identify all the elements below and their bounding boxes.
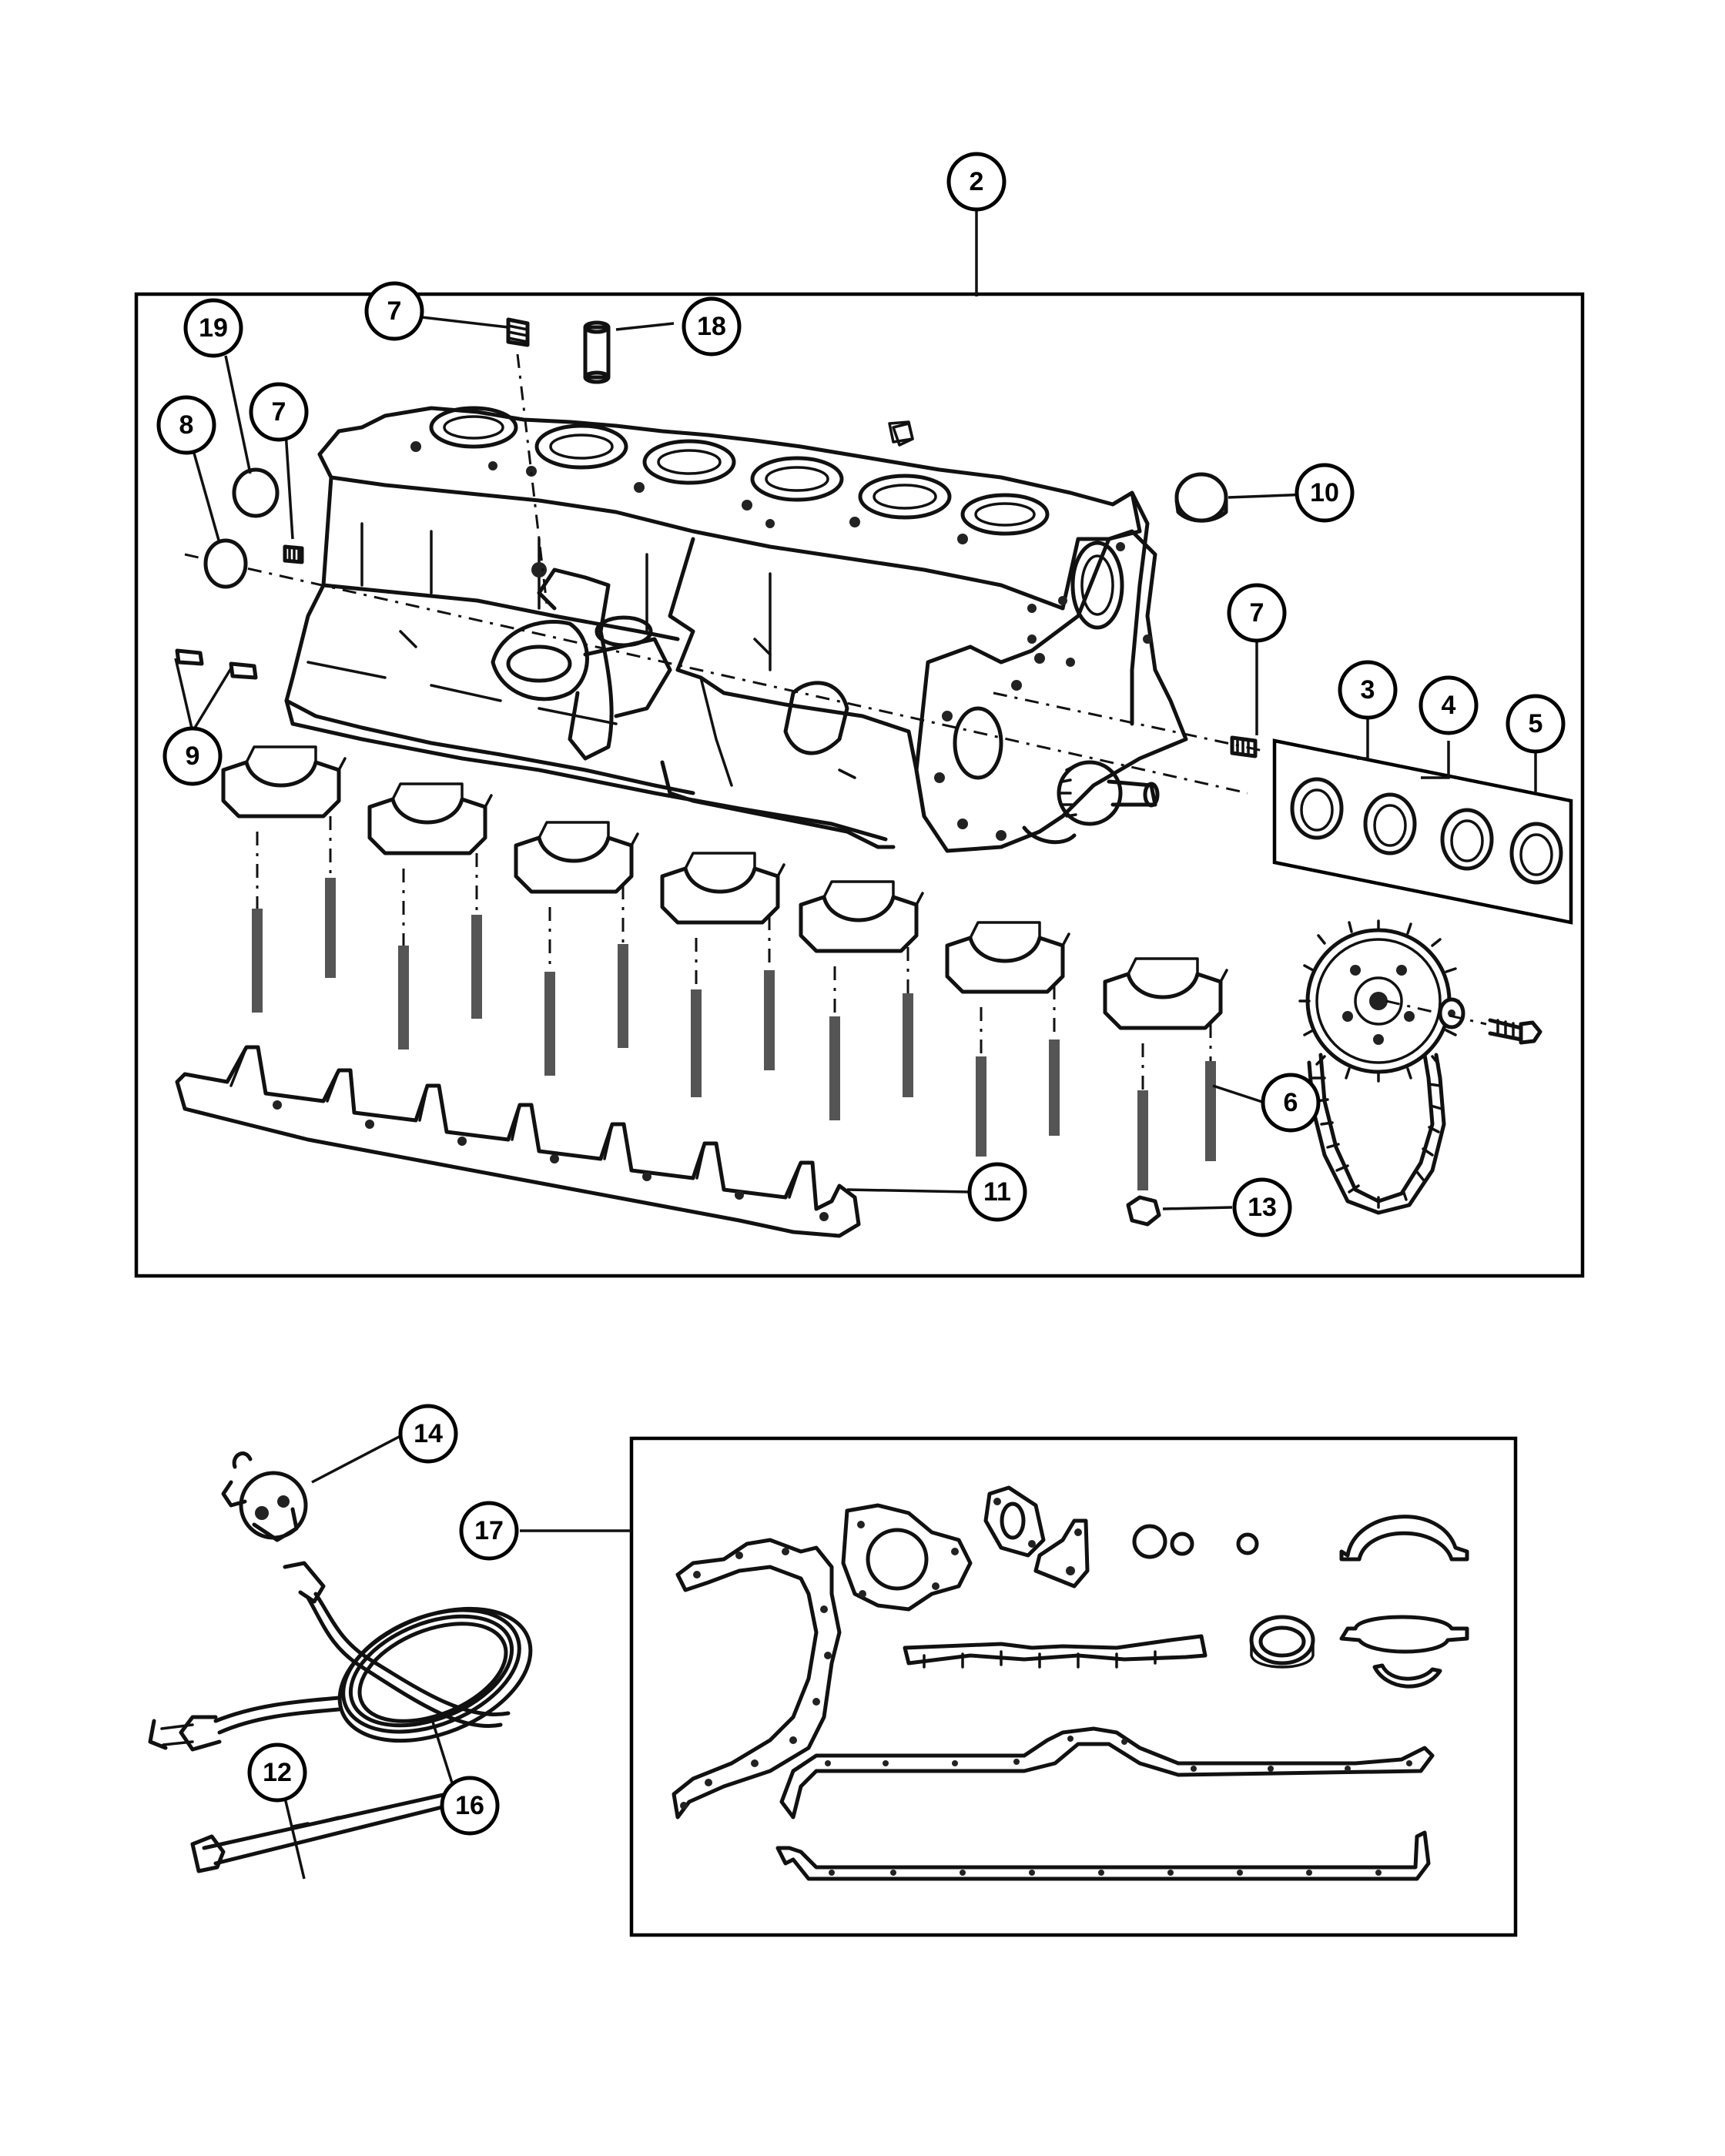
svg-text:7: 7	[272, 397, 286, 427]
callout-7-top: 7	[364, 281, 424, 341]
main-cap-studs	[252, 816, 1216, 1190]
expansion-plug-10	[1174, 472, 1228, 523]
rear-main-seal-retainer	[175, 1045, 861, 1238]
main-bearing-caps	[221, 745, 1228, 1030]
svg-text:7: 7	[387, 296, 402, 326]
callout-18: 18	[682, 296, 742, 357]
svg-text:9: 9	[186, 742, 200, 771]
callout-7-right: 7	[1227, 583, 1287, 643]
cam-centerline	[993, 691, 1264, 752]
callout-13: 13	[1232, 1177, 1292, 1237]
svg-text:10: 10	[1310, 478, 1339, 507]
svg-text:3: 3	[1361, 675, 1375, 705]
svg-text:13: 13	[1248, 1193, 1277, 1222]
callout-7-left: 7	[249, 382, 309, 442]
svg-text:14: 14	[414, 1419, 443, 1448]
svg-text:6: 6	[1284, 1088, 1298, 1117]
deck-bolt	[888, 420, 914, 444]
svg-text:12: 12	[263, 1758, 292, 1787]
cylinder-block	[284, 406, 1188, 853]
dipstick	[190, 1792, 464, 1873]
svg-text:7: 7	[1250, 598, 1264, 628]
svg-text:4: 4	[1442, 691, 1456, 720]
callout-8: 8	[156, 395, 216, 455]
svg-text:19: 19	[199, 313, 228, 343]
callout-16: 16	[440, 1776, 500, 1836]
svg-text:2: 2	[970, 167, 984, 196]
svg-text:16: 16	[455, 1791, 484, 1820]
callout-2: 2	[946, 152, 1007, 212]
callout-6: 6	[1261, 1073, 1321, 1133]
sprocket-washer-and-bolt	[1385, 997, 1542, 1045]
svg-text:11: 11	[983, 1177, 1011, 1207]
sensor-centerline	[516, 353, 548, 605]
callout-10: 10	[1295, 463, 1355, 523]
crank-centerline	[184, 553, 1248, 795]
callout-4: 4	[1419, 675, 1479, 735]
svg-text:18: 18	[697, 312, 726, 341]
leader-lines	[174, 209, 1537, 1880]
gasket-kit-frame	[629, 1436, 1518, 1937]
dowel-pin	[583, 320, 611, 384]
cam-sprocket-and-chain	[1298, 919, 1460, 1215]
pipe-plug-right	[1230, 735, 1258, 758]
block-heater	[221, 1451, 308, 1542]
gasket-kit	[672, 1485, 1469, 1881]
svg-text:17: 17	[474, 1516, 504, 1545]
expansion-plug-19	[232, 467, 280, 518]
hex-nut	[1126, 1195, 1161, 1227]
expansion-plug-8	[203, 538, 248, 589]
block-assembly-frame	[134, 292, 1585, 1278]
callout-9: 9	[162, 726, 223, 786]
callout-5: 5	[1506, 694, 1566, 754]
callout-17: 17	[459, 1501, 519, 1561]
svg-text:8: 8	[179, 410, 194, 440]
cam-bearings-set	[1272, 738, 1573, 925]
pipe-plug-top	[506, 317, 530, 347]
pipe-plug-left	[283, 544, 304, 564]
callout-14: 14	[398, 1404, 458, 1464]
heater-cord	[148, 1561, 533, 1752]
callout-12: 12	[247, 1743, 307, 1803]
ring-dowels	[175, 648, 258, 680]
callout-19: 19	[183, 298, 243, 358]
callout-3: 3	[1338, 660, 1398, 720]
svg-text:5: 5	[1529, 709, 1543, 738]
callout-11: 11	[967, 1162, 1027, 1222]
